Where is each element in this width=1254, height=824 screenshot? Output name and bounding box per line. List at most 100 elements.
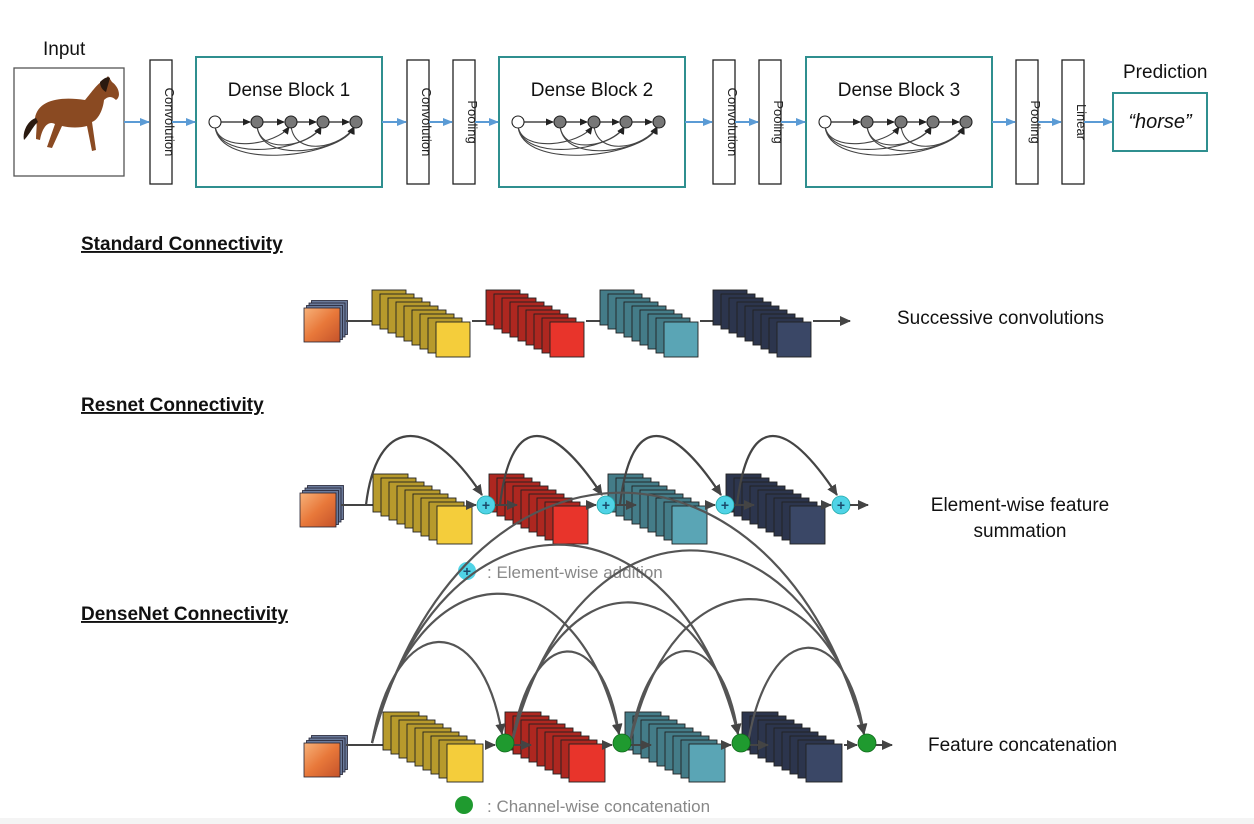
- concat-node: [731, 733, 751, 753]
- plus-node: +: [715, 495, 735, 515]
- pooling-label: Pooling: [771, 100, 786, 143]
- node: [860, 115, 874, 129]
- feature-stack: [741, 711, 843, 783]
- dense-skip: [746, 646, 868, 744]
- node: [894, 115, 908, 129]
- horse-image: [13, 67, 125, 177]
- convolution-label: Convolution: [419, 88, 434, 157]
- densenet-legend: : Channel-wise concatenation: [487, 797, 710, 816]
- convolution-label: Convolution: [162, 88, 177, 157]
- plus-node: +: [596, 495, 616, 515]
- dense-block-title: Dense Block 3: [838, 80, 961, 101]
- residual-skip: [498, 434, 603, 506]
- concat-node: [495, 733, 515, 753]
- skip-connection: [900, 125, 965, 147]
- concat-node: [857, 733, 877, 753]
- densenet-row: [303, 491, 893, 783]
- dense-block-graph: [818, 115, 973, 156]
- dense-skip: [370, 543, 741, 744]
- feature-stack: [382, 711, 484, 783]
- plus-symbol: +: [482, 497, 490, 513]
- resnet-row: + + + +: [299, 434, 869, 545]
- node: [284, 115, 298, 129]
- plus-symbol: +: [602, 497, 610, 513]
- pooling-box-2: Pooling: [758, 59, 786, 185]
- feature-stack: [485, 289, 585, 358]
- feature-stack: [624, 711, 726, 783]
- feature-stack: [372, 473, 473, 545]
- feature-map: [776, 321, 812, 358]
- image-layer: [299, 492, 337, 528]
- concat-legend-icon: [455, 796, 473, 814]
- node: [587, 115, 601, 129]
- node: [652, 115, 666, 129]
- resnet-description-line1: Element-wise feature: [931, 495, 1109, 516]
- prediction-label: Prediction: [1123, 62, 1208, 83]
- dense-skip: [370, 491, 867, 744]
- concat-node: [612, 733, 632, 753]
- plus-symbol: +: [721, 497, 729, 513]
- dense-skip: [510, 650, 623, 744]
- dense-skips: [370, 491, 868, 744]
- concat-circle: [857, 733, 877, 753]
- convolution-box-3: Convolution: [712, 59, 740, 185]
- node: [926, 115, 940, 129]
- feature-map: [568, 743, 606, 783]
- pooling-box-1: Pooling: [452, 59, 480, 185]
- image-layer: [303, 742, 341, 778]
- dense-block-title: Dense Block 1: [228, 80, 351, 101]
- node: [619, 115, 633, 129]
- dense-block-title: Dense Block 2: [531, 80, 654, 101]
- feature-map: [446, 743, 484, 783]
- prediction-box: [1112, 92, 1208, 152]
- feature-stack: [504, 711, 606, 783]
- standard-heading: Standard Connectivity: [81, 234, 283, 255]
- skip-connection: [593, 125, 658, 147]
- svg-text:+: +: [463, 563, 471, 579]
- image-layer: [303, 307, 341, 343]
- feature-map: [663, 321, 699, 358]
- pooling-label: Pooling: [1028, 100, 1043, 143]
- feature-map: [671, 505, 708, 545]
- standard-row: [303, 289, 851, 358]
- node: [316, 115, 330, 129]
- densenet-description: Feature concatenation: [928, 735, 1117, 756]
- concat-circle: [731, 733, 751, 753]
- input-label: Input: [43, 39, 86, 60]
- input-image-stack: [303, 300, 348, 343]
- prediction-value: “horse”: [1128, 111, 1193, 133]
- standard-description: Successive convolutions: [897, 308, 1104, 329]
- linear-label: Linear: [1074, 104, 1089, 141]
- skip-connection: [517, 125, 593, 145]
- concat-circle: [612, 733, 632, 753]
- densenet-heading: DenseNet Connectivity: [81, 604, 288, 625]
- input-image-stack: [303, 735, 348, 778]
- pooling-box-3: Pooling: [1015, 59, 1043, 185]
- concat-circle: [495, 733, 515, 753]
- residual-skip: [618, 434, 722, 506]
- feature-stack: [371, 289, 471, 358]
- convolution-box-1: Convolution: [149, 59, 177, 185]
- node: [250, 115, 264, 129]
- plus-node: +: [831, 495, 851, 515]
- input-image-stack: [299, 485, 344, 528]
- feature-map: [549, 321, 585, 358]
- residual-skip: [735, 434, 838, 506]
- dense-block-graph: [511, 115, 666, 156]
- resnet-description-line2: summation: [974, 521, 1067, 542]
- feature-map: [552, 505, 589, 545]
- linear-box: Linear: [1061, 59, 1089, 185]
- plus-symbol: +: [837, 497, 845, 513]
- node: [818, 115, 832, 129]
- pooling-label: Pooling: [465, 100, 480, 143]
- residual-skip: [364, 435, 483, 506]
- dense-skip: [510, 549, 867, 744]
- feature-map: [436, 505, 473, 545]
- convolution-label: Convolution: [725, 88, 740, 157]
- feature-stack: [712, 289, 812, 358]
- resnet-heading: Resnet Connectivity: [81, 395, 264, 416]
- feature-map: [805, 743, 843, 783]
- node: [959, 115, 973, 129]
- feature-map: [688, 743, 726, 783]
